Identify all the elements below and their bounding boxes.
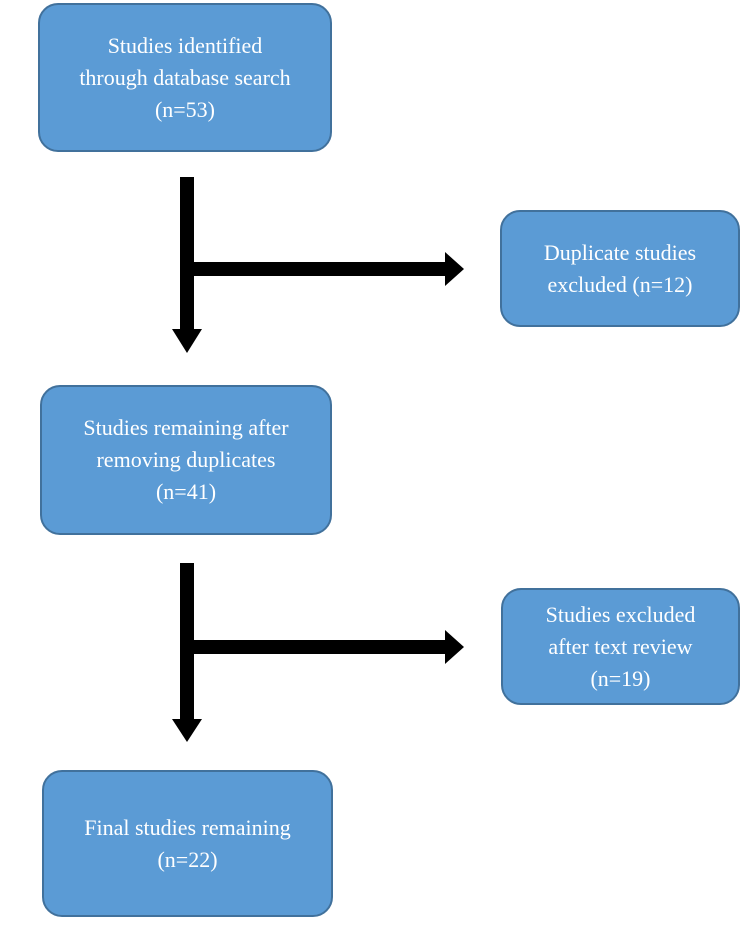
node-label: Studies remaining after removing duplica… [83, 415, 289, 504]
arrowhead-right-icon [445, 252, 464, 286]
node-excluded-after-text-review: Studies excluded after text review (n=19… [501, 588, 740, 705]
arrow-shaft [180, 262, 446, 276]
node-label: Studies excluded after text review (n=19… [545, 601, 696, 691]
node-label: Final studies remaining (n=22) [84, 814, 291, 872]
node-remaining-after-duplicates: Studies remaining after removing duplica… [40, 385, 332, 535]
arrow-branch-to-text-review-excluded [180, 630, 464, 664]
arrow-shaft [180, 640, 446, 654]
node-final-studies-remaining: Final studies remaining (n=22) [42, 770, 333, 917]
node-duplicate-studies-excluded: Duplicate studies excluded (n=12) [500, 210, 740, 327]
arrow-branch-to-duplicates-excluded [180, 252, 464, 286]
arrow-identified-to-after-duplicates [172, 177, 202, 353]
arrowhead-right-icon [445, 630, 464, 664]
node-studies-identified: Studies identified through database sear… [38, 3, 332, 152]
arrowhead-down-icon [172, 329, 202, 353]
arrow-shaft [180, 177, 194, 331]
node-label: Studies identified through database sear… [79, 32, 291, 122]
node-label: Duplicate studies excluded (n=12) [543, 239, 697, 297]
arrowhead-down-icon [172, 719, 202, 742]
